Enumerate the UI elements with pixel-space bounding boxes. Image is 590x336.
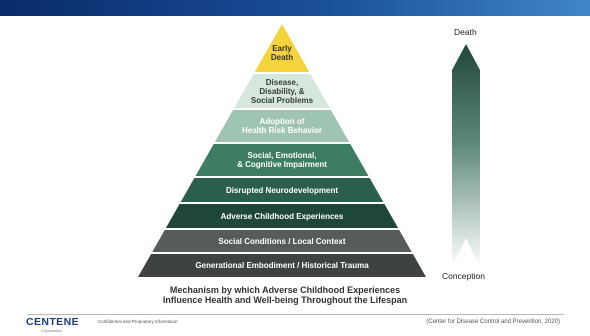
pyramid-tier-7: Social Conditions / Local Context	[152, 230, 412, 252]
pyramid-tier-3: Adoption of Health Risk Behavior	[214, 110, 350, 142]
lifespan-arrow	[452, 44, 480, 268]
centene-logo-subtext: Corporation	[41, 328, 62, 333]
pyramid-tier-5: Disrupted Neurodevelopment	[180, 178, 383, 202]
top-banner	[0, 0, 590, 16]
citation-text: (Center for Disease Control and Preventi…	[426, 319, 560, 325]
pyramid-tier-4: Social, Emotional, & Cognitive Impairmen…	[195, 144, 369, 176]
confidential-notice: Confidential and Proprietary Information	[98, 319, 178, 324]
pyramid-tier-1: Early Death	[254, 24, 309, 72]
pyramid-caption: Mechanism by which Adverse Childhood Exp…	[162, 285, 408, 305]
pyramid-tier-6: Adverse Childhood Experiences	[165, 204, 399, 228]
pyramid-tier-2: Disease, Disability, & Social Problems	[234, 74, 330, 108]
footer-divider	[28, 314, 564, 315]
pyramid-tier-8: Generational Embodiment / Historical Tra…	[138, 254, 426, 277]
centene-logo: CENTENE	[26, 316, 79, 328]
arrow-top-label: Death	[454, 27, 477, 37]
arrow-bottom-label: Conception	[442, 271, 486, 281]
